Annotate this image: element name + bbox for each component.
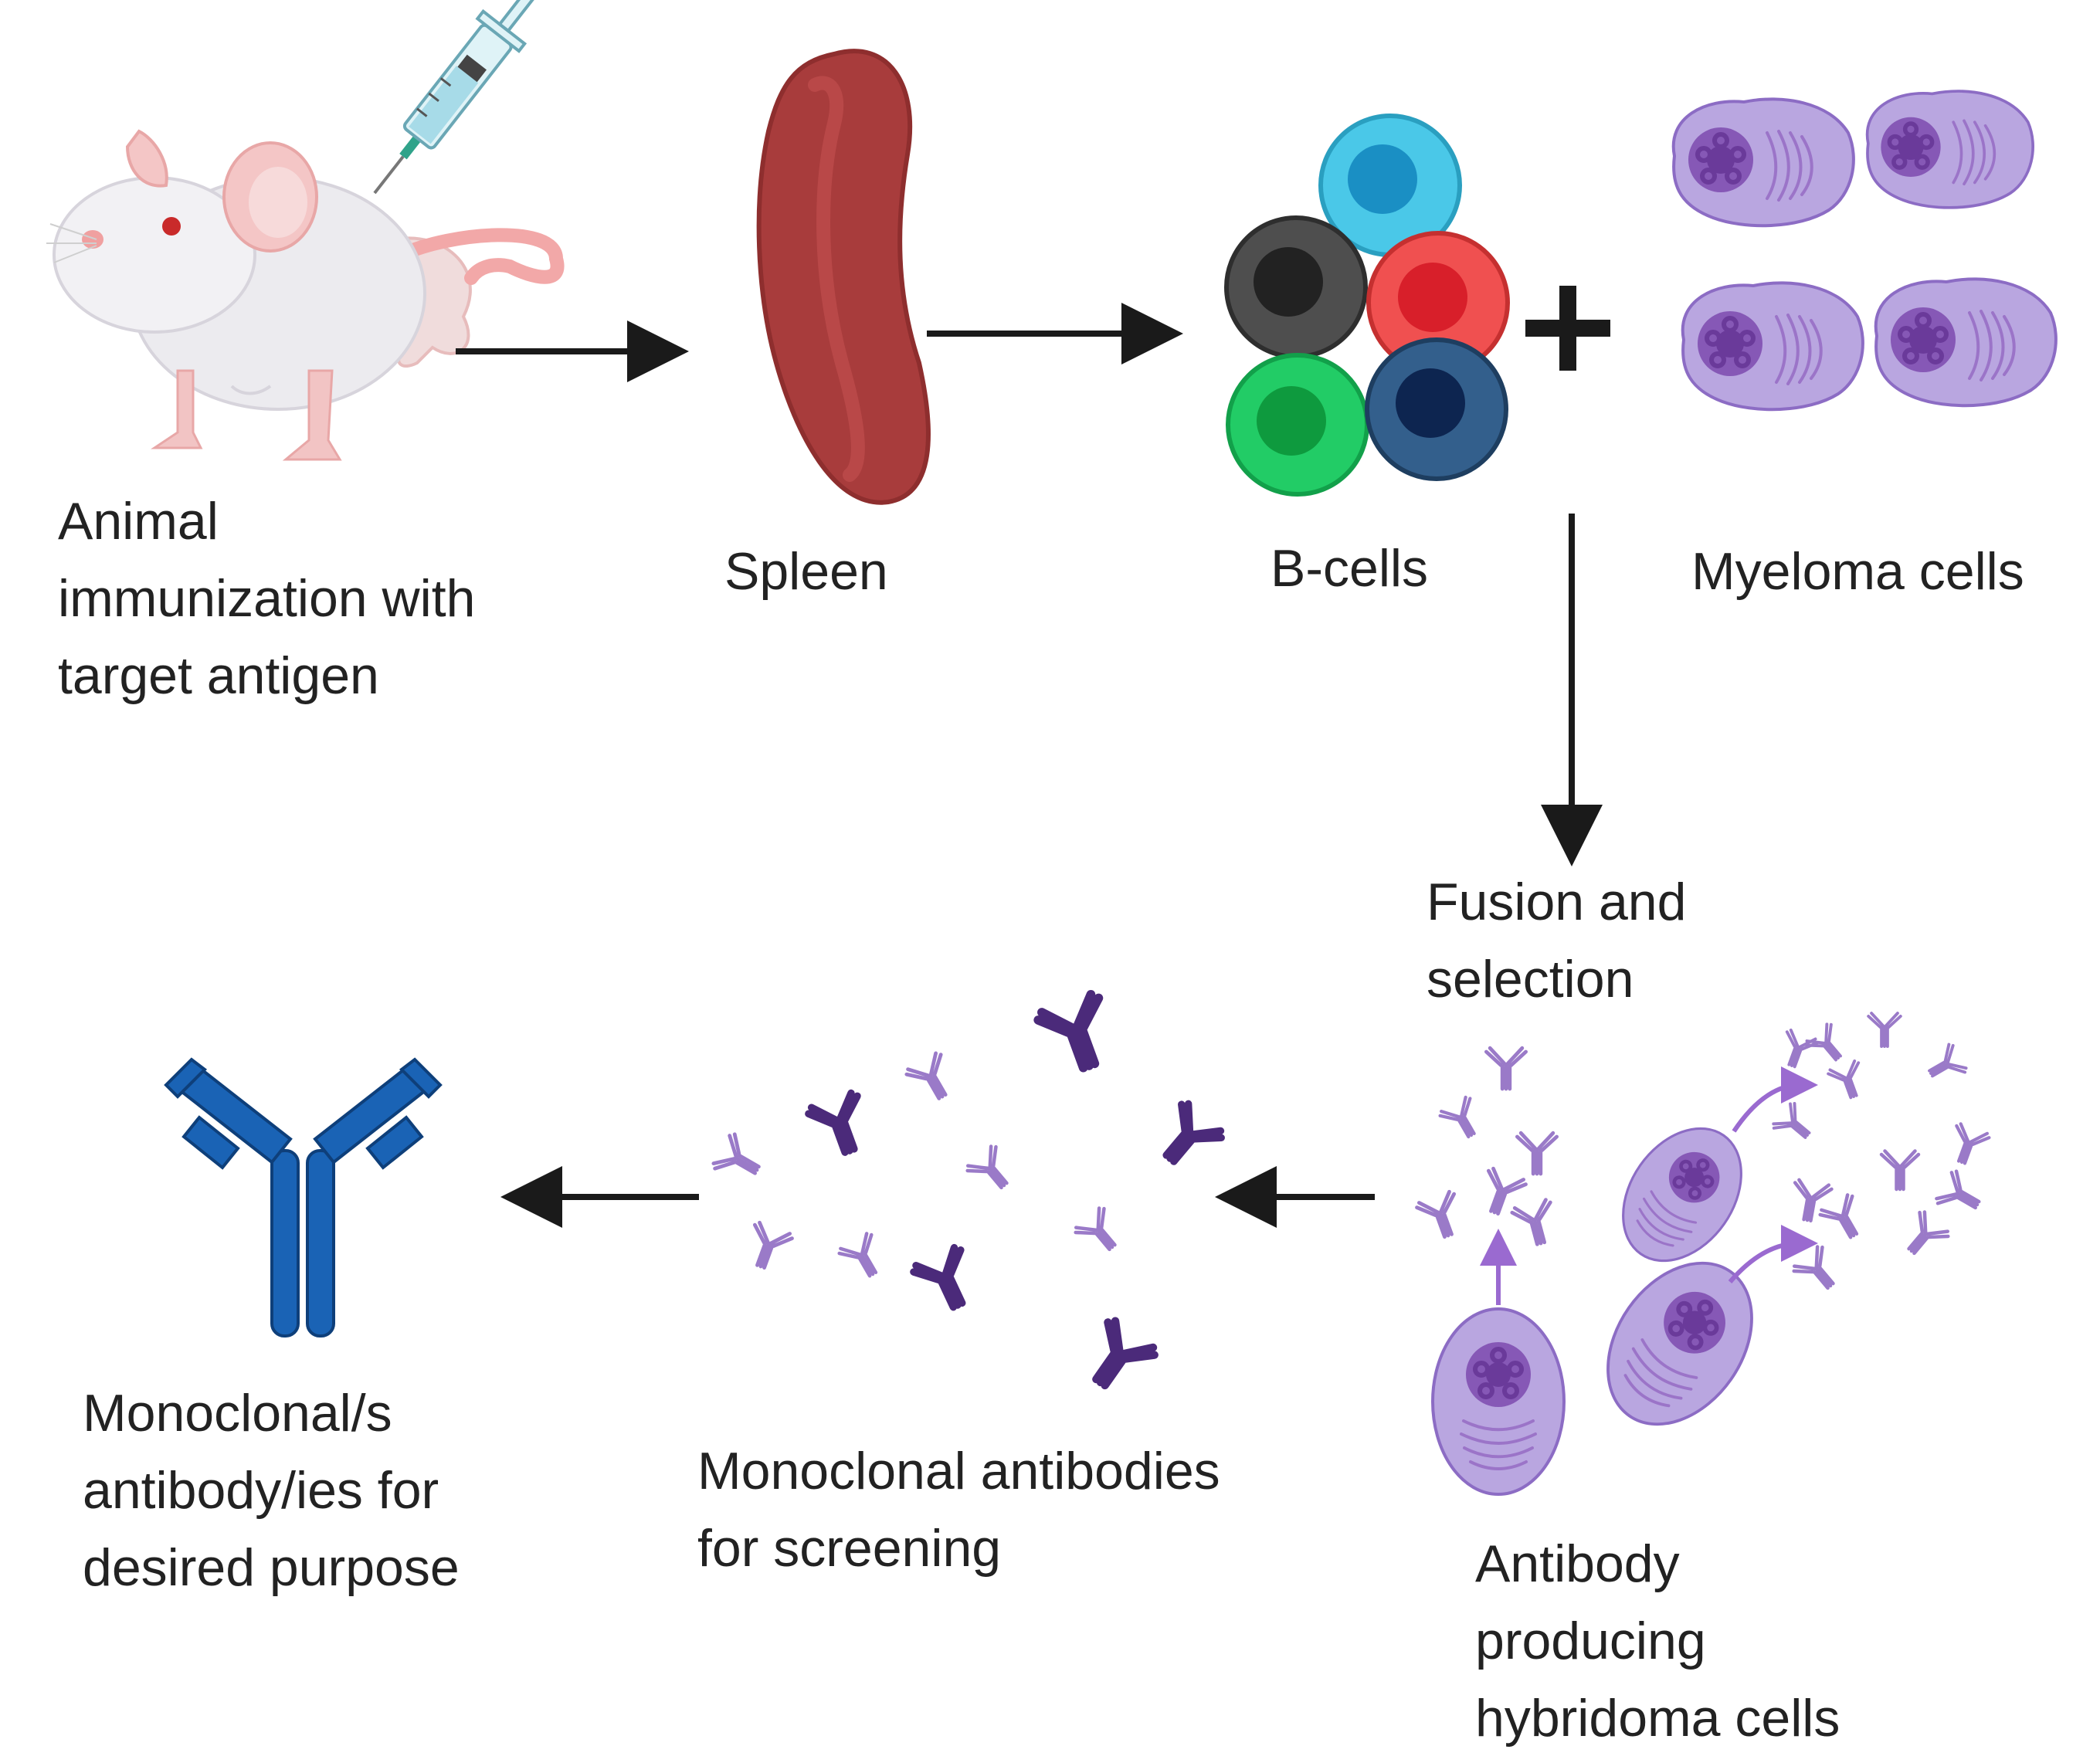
label-animal-immunization: Animal immunization with target antigen bbox=[58, 483, 475, 714]
secretion-arrows bbox=[1480, 1066, 1818, 1305]
label-line: Antibody bbox=[1475, 1534, 1680, 1593]
label-line: immunization with bbox=[58, 569, 476, 628]
spleen-icon bbox=[756, 49, 931, 505]
label-line: Animal bbox=[58, 492, 219, 551]
myeloma-cell-icon bbox=[1674, 91, 2056, 409]
label-line: antibody/ies for bbox=[83, 1461, 439, 1520]
label-screening-antibodies: Monoclonal antibodies for screening bbox=[697, 1432, 1220, 1587]
b-cell-cluster-icon bbox=[1224, 114, 1510, 497]
syringe-icon bbox=[373, 0, 549, 195]
label-line: Monoclonal antibodies bbox=[697, 1442, 1220, 1500]
label-b-cells: B-cells bbox=[1271, 530, 1428, 607]
label-line: B-cells bbox=[1271, 539, 1429, 598]
label-line: desired purpose bbox=[83, 1538, 460, 1597]
label-line: producing bbox=[1475, 1612, 1706, 1670]
plus-icon bbox=[1525, 286, 1610, 371]
label-line: target antigen bbox=[58, 646, 379, 705]
hybridoma-cell-icon bbox=[1433, 1106, 1782, 1494]
label-line: Spleen bbox=[724, 542, 888, 601]
label-line: Monoclonal/s bbox=[83, 1384, 392, 1443]
label-line: Myeloma cells bbox=[1691, 542, 2024, 601]
label-line: selection bbox=[1427, 950, 1634, 1009]
label-line: Fusion and bbox=[1427, 873, 1687, 931]
label-hybridoma-cells: Antibody producing hybridoma cells bbox=[1475, 1525, 1840, 1757]
label-final-antibody: Monoclonal/s antibody/ies for desired pu… bbox=[83, 1375, 460, 1606]
label-spleen: Spleen bbox=[724, 533, 888, 610]
label-fusion-selection: Fusion and selection bbox=[1427, 863, 1686, 1018]
label-line: for screening bbox=[697, 1519, 1002, 1578]
flow-arrows bbox=[456, 303, 1603, 1228]
antibody-icon bbox=[164, 1057, 443, 1338]
screening-antibodies bbox=[711, 992, 1224, 1399]
label-myeloma-cells: Myeloma cells bbox=[1691, 533, 2024, 610]
label-line: hybridoma cells bbox=[1475, 1689, 1840, 1748]
mouse-icon bbox=[46, 129, 565, 461]
